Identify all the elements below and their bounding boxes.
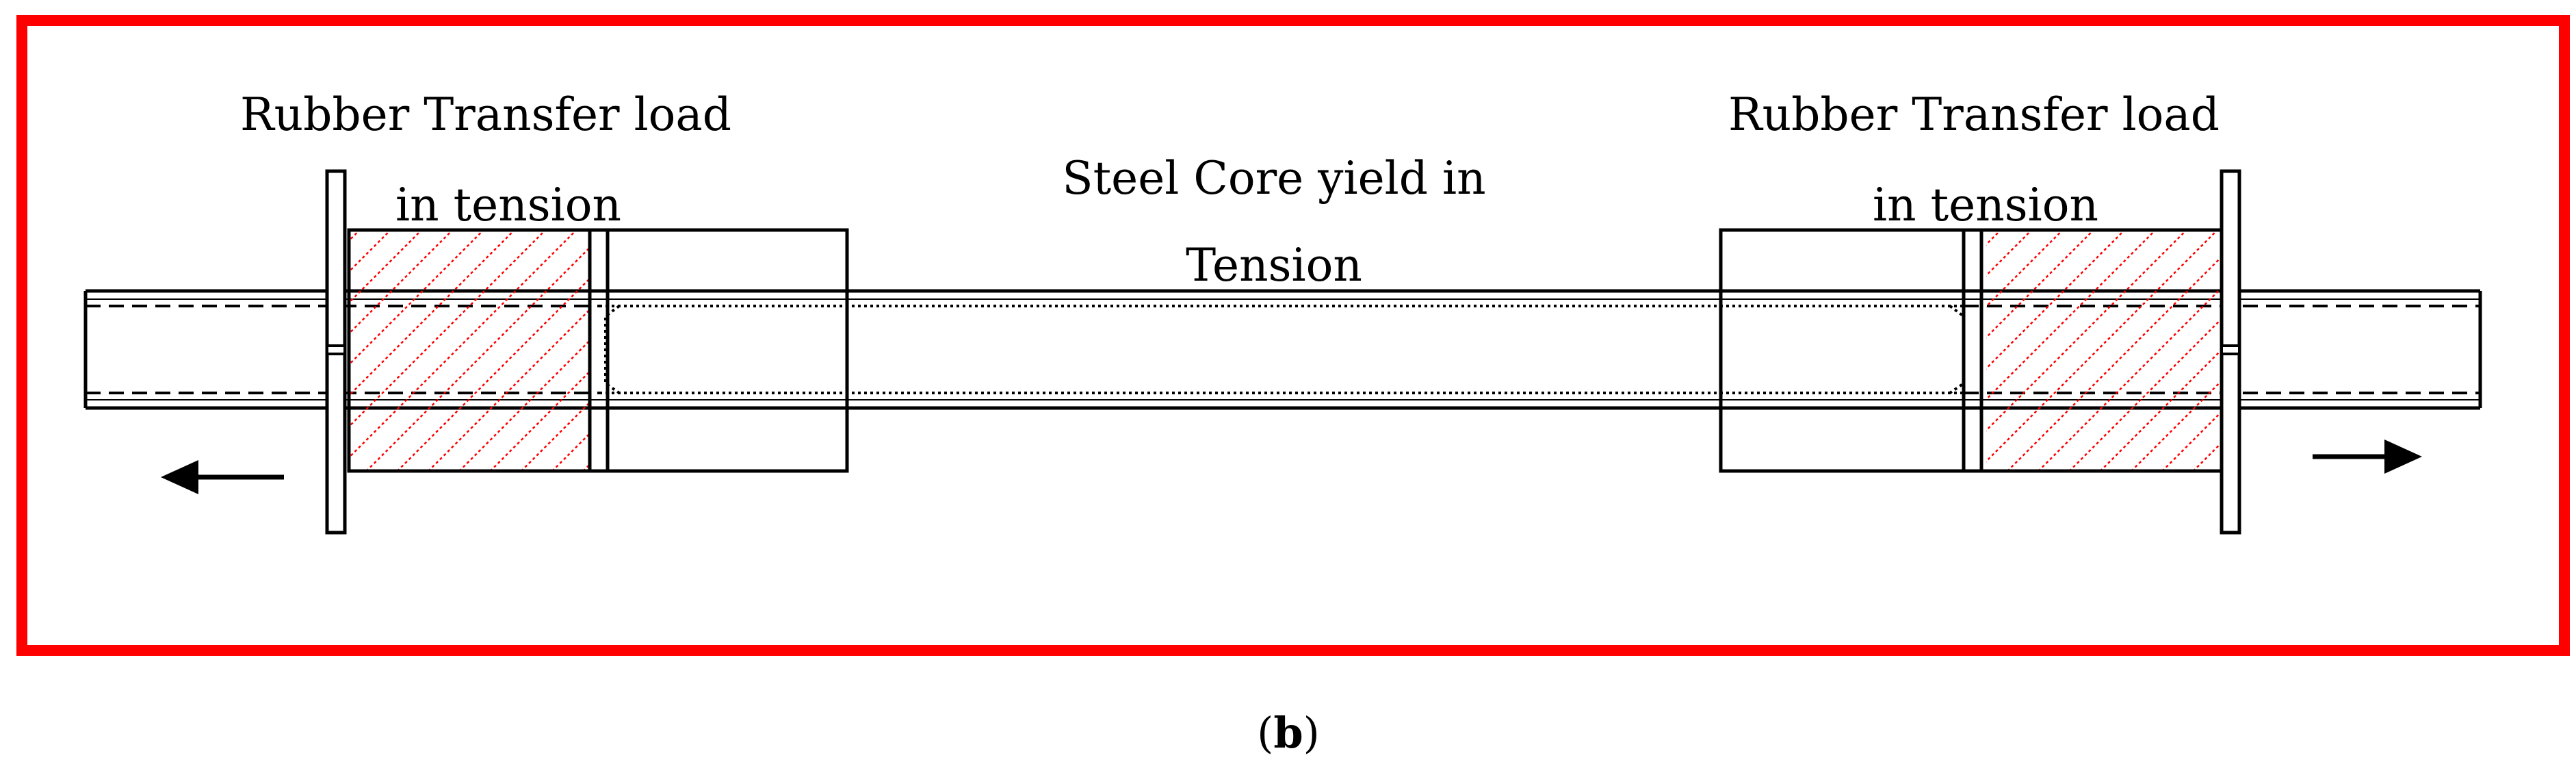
outer-frame xyxy=(16,15,2570,656)
caption-close-paren: ) xyxy=(1303,708,1320,758)
right-rubber-hatch xyxy=(1986,231,2227,471)
left-rubber-hatch xyxy=(349,231,590,471)
core-dotted-left-taper xyxy=(604,305,621,394)
right-rubber-label-line2: in tension xyxy=(1873,179,2098,231)
left-sleeve xyxy=(347,228,849,473)
caption-letter: b xyxy=(1273,708,1303,758)
caption-open-paren: ( xyxy=(1257,708,1273,758)
right-rubber-label-line1: Rubber Transfer load xyxy=(1728,88,2220,141)
figure-caption: (b) xyxy=(1257,708,1320,758)
left-rubber-label-line2: in tension xyxy=(395,179,621,231)
steel-core-label-line2: Tension xyxy=(1186,239,1362,292)
left-rubber-label-line1: Rubber Transfer load xyxy=(240,88,731,141)
arrow-right-icon xyxy=(2313,440,2422,474)
arrow-left-icon xyxy=(161,460,284,494)
left-plate-slot xyxy=(326,344,346,355)
right-plate-slot xyxy=(2220,344,2241,355)
steel-core-label-line1: Steel Core yield in xyxy=(1062,152,1485,205)
core-dotted-right-taper xyxy=(1949,305,1965,394)
